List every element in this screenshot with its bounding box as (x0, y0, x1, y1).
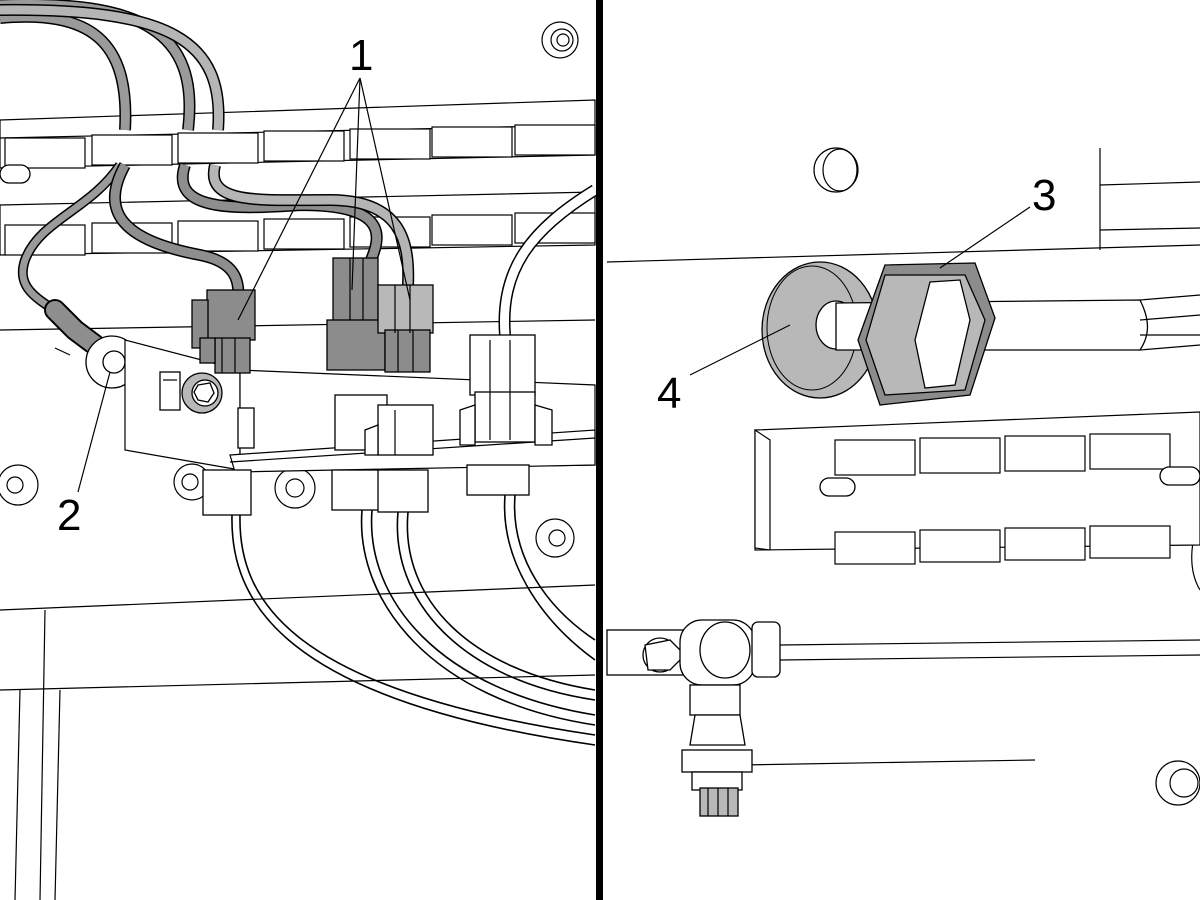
callout-4: 4 (657, 369, 681, 418)
mounting-hole (0, 464, 39, 506)
connector-white-center (334, 394, 434, 456)
connector-right (377, 284, 434, 373)
hex-nut (857, 262, 996, 406)
left-panel: 1 2 (0, 0, 599, 900)
connector-middle (326, 257, 386, 371)
callout-2: 2 (57, 491, 81, 540)
fitting-assembly (606, 619, 1200, 817)
gray-wires (0, 0, 415, 325)
mounting-hole (813, 147, 859, 193)
upper-cable-duct (0, 99, 596, 184)
callout-1: 1 (349, 31, 373, 80)
left-background-structure (0, 21, 596, 900)
mounting-hole (274, 467, 316, 509)
screw (159, 371, 223, 414)
right-cable-duct (754, 411, 1200, 565)
lower-wires (231, 494, 596, 746)
connector-left (191, 289, 256, 374)
panel-divider (596, 0, 603, 900)
leader-lines-left (77, 77, 411, 493)
mounting-hole (1155, 760, 1200, 806)
mounting-hole (541, 21, 579, 59)
mounting-hole (535, 518, 575, 558)
white-wire (498, 184, 599, 336)
callout-3: 3 (1032, 171, 1056, 220)
leader-lines-right (689, 206, 1031, 376)
connector-white-right (459, 334, 553, 446)
right-panel: 3 4 (606, 147, 1200, 817)
connector-bottom-row (202, 407, 530, 516)
